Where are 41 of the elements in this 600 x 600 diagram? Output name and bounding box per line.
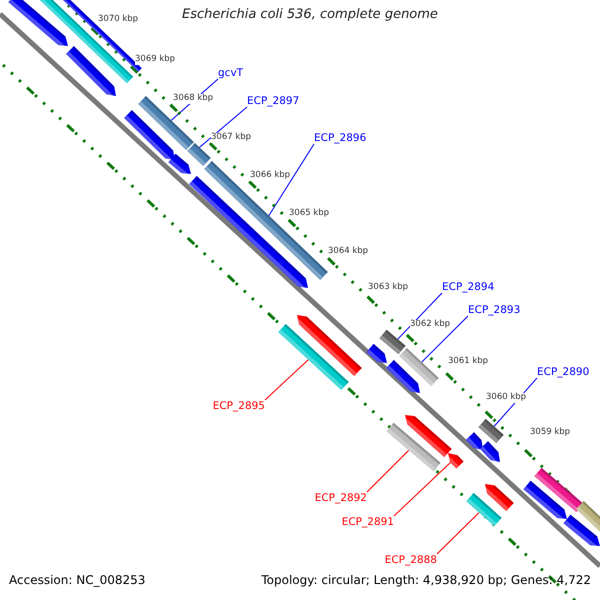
leader-line — [198, 106, 248, 148]
gene-segment — [399, 348, 439, 386]
position-label: 3062 kbp — [410, 320, 450, 330]
position-label: 3067 kbp — [211, 133, 252, 143]
gene-label: ECP_2890 — [537, 366, 590, 378]
leader-line — [268, 144, 314, 216]
gene-segment — [278, 324, 349, 390]
gene-segment — [386, 422, 441, 472]
gene-label: gcvT — [218, 66, 244, 80]
position-label: 3070 kbp — [98, 15, 138, 25]
leader-line — [397, 292, 442, 340]
gene-segment — [379, 330, 406, 354]
leader-line — [366, 450, 410, 492]
position-label: 3061 kbp — [448, 357, 488, 367]
leader-line — [436, 512, 480, 554]
position-label: 3064 kbp — [328, 247, 368, 257]
gene-segment — [478, 418, 504, 444]
gene-segment — [448, 453, 464, 469]
position-label: 3068 kbp — [173, 94, 214, 104]
leader-line — [264, 359, 309, 400]
accession-text: Accession: NC_008253 — [9, 574, 146, 588]
gene-label: ECP_2891 — [342, 516, 394, 528]
gene-segment — [187, 143, 211, 166]
gene-label: ECP_2896 — [314, 132, 366, 144]
gene-label: ECP_2894 — [442, 280, 494, 294]
gene-label: ECP_2888 — [384, 554, 437, 566]
map-title: Escherichia coli 536, complete genome — [182, 8, 438, 23]
gene-segment — [466, 492, 502, 526]
position-label: 3060 kbp — [486, 393, 526, 403]
gene-label: ECP_2897 — [247, 94, 300, 108]
position-label: 3069 kbp — [135, 55, 176, 65]
position-label: 3063 kbp — [368, 283, 408, 293]
position-label: 3065 kbp — [289, 209, 330, 219]
gene-label: ECP_2892 — [314, 492, 367, 504]
leader-line — [421, 316, 468, 363]
position-label: 3066 kbp — [250, 171, 290, 181]
gene-label: ECP_2893 — [468, 304, 520, 316]
leader-line — [394, 462, 451, 516]
position-label: 3059 kbp — [530, 428, 570, 438]
gene-label: ECP_2895 — [212, 400, 265, 412]
genome-summary-text: Topology: circular; Length: 4,938,920 bp; Genes: 4,722 — [261, 574, 591, 588]
